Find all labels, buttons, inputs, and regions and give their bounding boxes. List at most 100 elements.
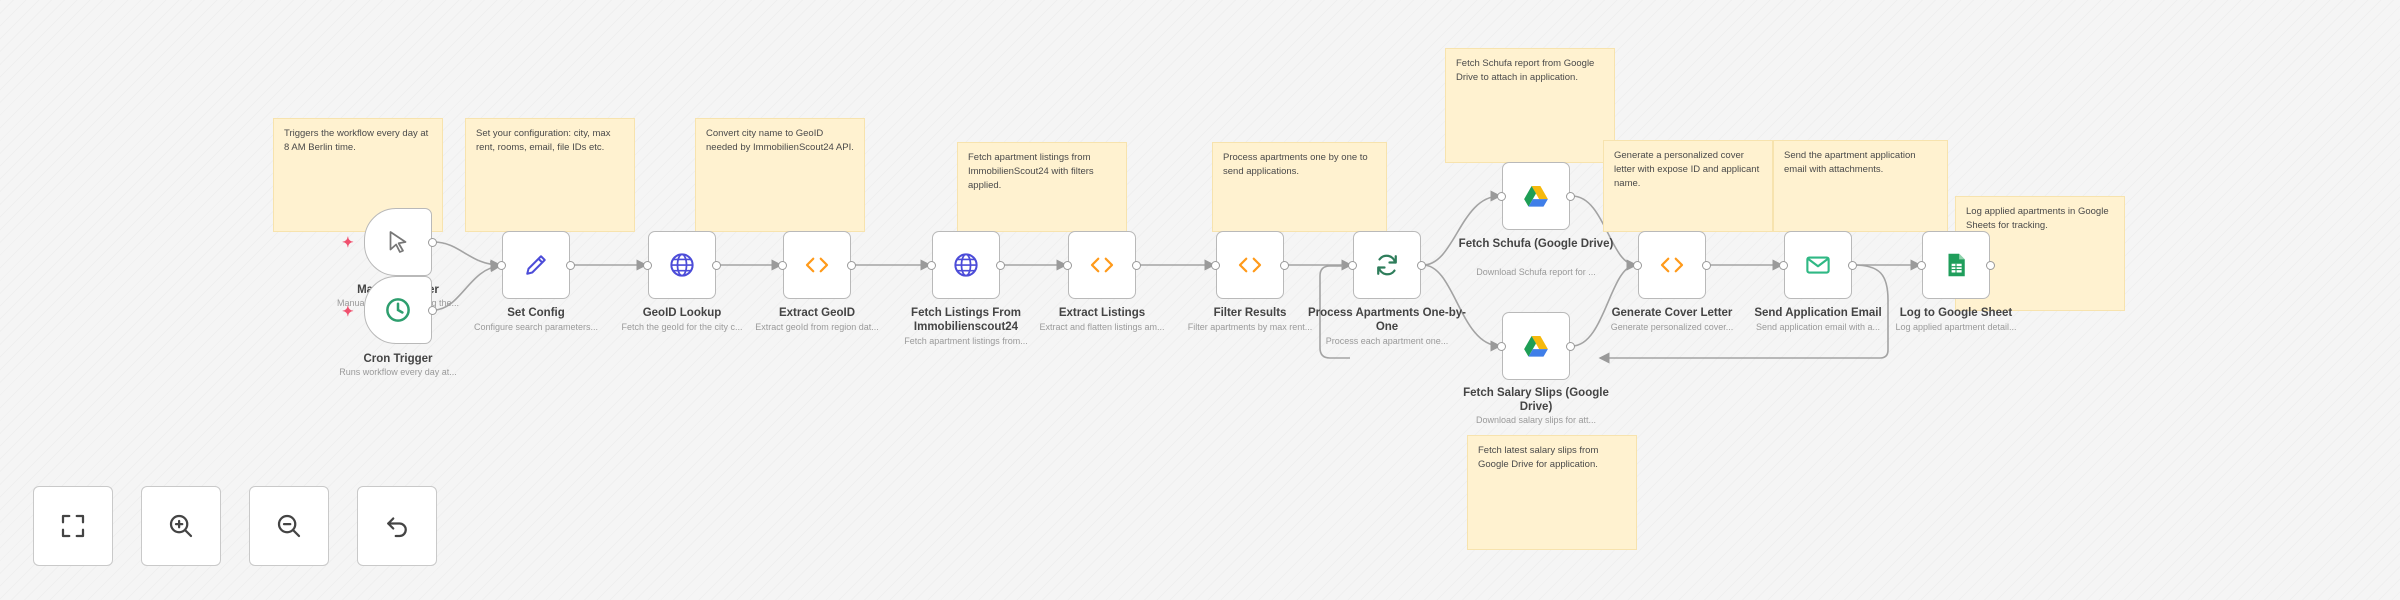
node-subtitle: Runs workflow every day at... [339,367,457,377]
node-title: Fetch Salary Slips (Google Drive) [1463,387,1609,413]
node-subtitle: Fetch apartment listings from... [904,336,1028,346]
node-extract-geoid[interactable] [778,231,856,299]
input-port[interactable] [1497,342,1506,351]
undo-icon [387,517,407,538]
sticky-note-text: Convert city name to GeoID needed by Imm… [706,128,854,153]
node-title: Send Application Email [1754,307,1882,319]
sticky-note-text: Send the apartment application email wit… [1784,150,1916,175]
input-port[interactable] [1497,192,1506,201]
node-manual-trigger[interactable] [364,208,437,276]
sticky-note-text: Fetch latest salary slips from Google Dr… [1478,445,1599,470]
zoom-in-button[interactable] [141,486,221,566]
sticky-note-cover[interactable]: Generate a personalized cover letter wit… [1603,140,1773,232]
node-fetch-listings[interactable] [927,231,1005,299]
sticky-note-text: Fetch apartment listings from Immobilien… [968,152,1094,191]
sticky-note-email[interactable]: Send the apartment application email wit… [1773,140,1948,232]
input-port[interactable] [1063,261,1072,270]
sticky-note-fetch[interactable]: Fetch apartment listings from Immobilien… [957,142,1127,232]
node-send-email[interactable] [1779,231,1857,299]
input-port[interactable] [1211,261,1220,270]
node-subtitle: Process each apartment one... [1325,336,1449,346]
output-port[interactable] [996,261,1005,270]
node-title: Process Apartments One-by-One [1307,307,1467,333]
reset-zoom-button[interactable] [357,486,437,566]
code-icon [1090,257,1114,273]
sticky-note-text: Log applied apartments in Google Sheets … [1966,206,2109,231]
edge-process-to-schufa [1422,190,1502,266]
envelope-icon [1806,256,1830,274]
node-subtitle: Filter apartments by max rent... [1187,322,1313,332]
node-title: Cron Trigger [363,353,433,365]
node-generate-cover-letter[interactable] [1633,231,1711,299]
sticky-note-text: Process apartments one by one to send ap… [1223,152,1368,177]
output-port[interactable] [1132,261,1141,270]
node-fetch-salary[interactable] [1497,312,1575,380]
zoom-out-button[interactable] [249,486,329,566]
sticky-note-text: Generate a personalized cover letter wit… [1614,150,1760,189]
node-title: Fetch Listings From Immobilienscout24 [911,307,1021,333]
output-port[interactable] [847,261,856,270]
node-title: Log to Google Sheet [1899,307,2013,319]
sticky-note-config[interactable]: Set your configuration: city, max rent, … [465,118,635,232]
node-subtitle: Log applied apartment detail... [1895,322,2017,332]
node-extract-listings[interactable] [1063,231,1141,299]
code-icon [1238,257,1262,273]
fit-view-button[interactable] [33,486,113,566]
google-drive-icon [1524,336,1548,357]
node-subtitle: Extract geoId from region dat... [755,322,879,332]
sticky-note-schufa[interactable]: Fetch Schufa report from Google Drive to… [1445,48,1615,163]
node-subtitle: Download Schufa report for ... [1476,267,1596,277]
input-port[interactable] [1917,261,1926,270]
input-port[interactable] [1348,261,1357,270]
node-geoid-lookup[interactable] [643,231,721,299]
node-title: Fetch Schufa (Google Drive) [1458,238,1614,250]
clock-icon [386,298,410,322]
input-port[interactable] [1779,261,1788,270]
output-port[interactable] [1848,261,1857,270]
output-port[interactable] [1417,261,1426,270]
output-port[interactable] [1566,192,1575,201]
output-port[interactable] [566,261,575,270]
sticky-note-process[interactable]: Process apartments one by one to send ap… [1212,142,1387,232]
output-port[interactable] [1280,261,1289,270]
node-fetch-schufa[interactable] [1497,162,1575,230]
node-subtitle: Download salary slips for att... [1475,415,1597,425]
output-port[interactable] [1986,261,1995,270]
node-filter-results[interactable] [1211,231,1289,299]
sticky-note-geoid[interactable]: Convert city name to GeoID needed by Imm… [695,118,865,232]
output-port[interactable] [428,306,437,315]
sticky-note-text: Fetch Schufa report from Google Drive to… [1456,58,1595,83]
zoom-out-icon [277,514,301,538]
google-sheets-icon [1948,253,1965,277]
pencil-icon [526,255,546,275]
input-port[interactable] [927,261,936,270]
input-port[interactable] [778,261,787,270]
node-title: Extract Listings [1058,307,1146,319]
loop-icon [1377,254,1397,276]
output-port[interactable] [1702,261,1711,270]
output-port[interactable] [1566,342,1575,351]
node-process-apartments[interactable] [1348,231,1426,299]
node-log-google-sheet[interactable] [1917,231,1995,299]
output-port[interactable] [428,238,437,247]
node-subtitle: Extract and flatten listings am... [1039,322,1165,332]
node-title: GeoID Lookup [642,307,722,319]
pointer-icon [389,231,407,253]
sticky-note-text: Triggers the workflow every day at 8 AM … [284,128,429,153]
node-subtitle: Send application email with a... [1755,322,1881,332]
node-title: Filter Results [1213,307,1287,319]
node-title: Set Config [507,307,565,319]
globe-icon [954,253,978,277]
input-port[interactable] [497,261,506,270]
sticky-note-salary[interactable]: Fetch latest salary slips from Google Dr… [1467,435,1637,550]
fullscreen-icon [61,514,85,538]
input-port[interactable] [643,261,652,270]
zoom-in-icon [169,514,193,538]
node-title: Extract GeoID [778,307,856,319]
node-title: Generate Cover Letter [1611,307,1733,319]
input-port[interactable] [1633,261,1642,270]
node-cron-trigger[interactable] [364,276,437,344]
node-set-config[interactable] [497,231,575,299]
output-port[interactable] [712,261,721,270]
